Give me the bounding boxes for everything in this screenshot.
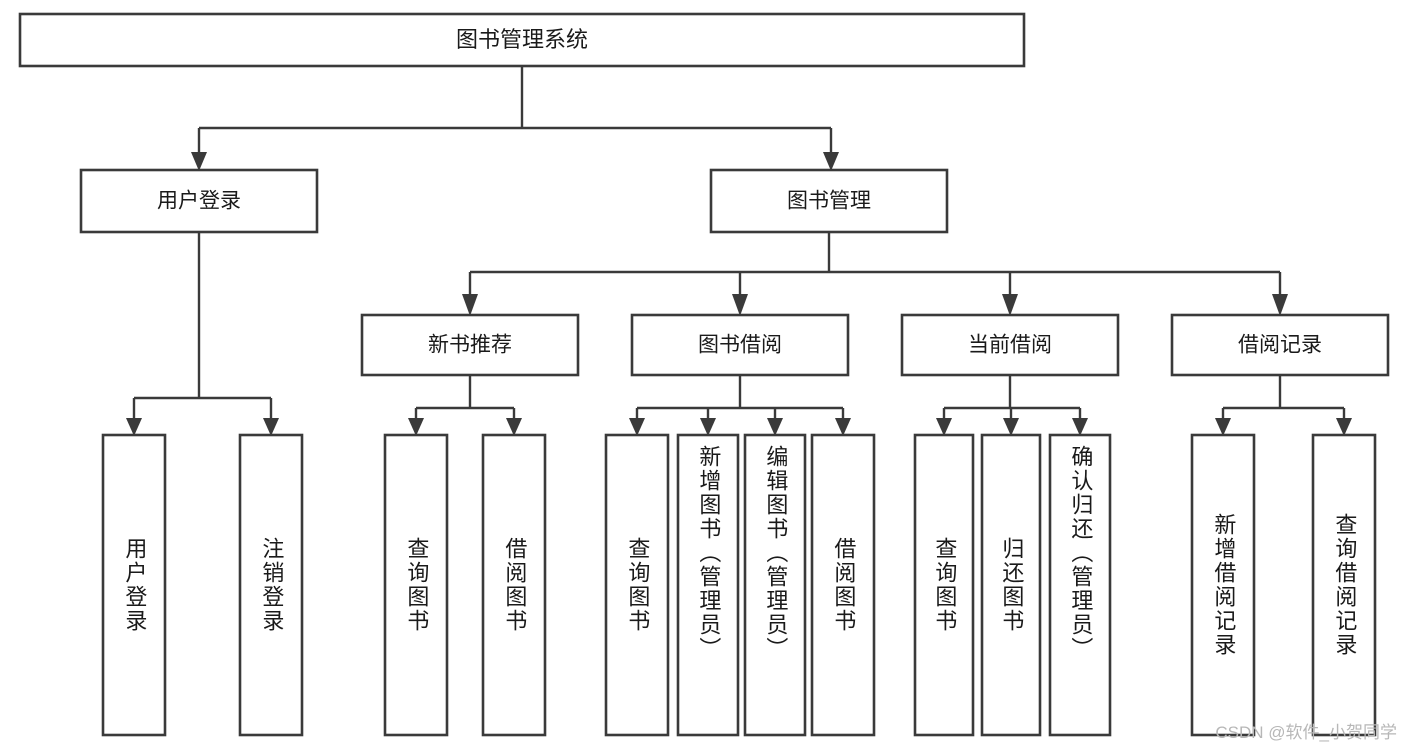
node-box-leaf-borrow-book-1[interactable] [481,433,547,737]
node-box-user-login[interactable] [79,168,319,234]
node-layer: 图书管理系统 用户登录 图书管理 新书推荐 图书借阅 当前借阅 借阅记录 [18,12,1390,737]
arrow-to-leaf-borrow-book-2 [835,418,851,436]
node-box-leaf-edit-book[interactable] [743,433,807,737]
node-label-user-login: 用户登录 [157,190,241,213]
arrow-to-leaf-user-login [126,418,142,436]
node-box-leaf-user-login[interactable] [101,433,167,737]
node-label-book-manage: 图书管理 [787,190,871,213]
node-box-leaf-add-book[interactable] [676,433,740,737]
node-label-current-borrow: 当前借阅 [968,334,1052,357]
node-box-leaf-query-book-2[interactable] [604,433,670,737]
node-box-title[interactable] [18,12,1026,68]
edge-root-bus [197,66,833,152]
node-box-leaf-return-book[interactable] [980,433,1042,737]
edge-currentborrow-bus [942,375,1082,418]
arrow-to-leaf-edit-book [767,418,783,436]
node-box-borrow-record[interactable] [1170,313,1390,377]
connector-layer [132,66,1346,418]
node-box-leaf-add-record[interactable] [1190,433,1256,737]
arrow-to-leaf-query-book-1 [408,418,424,436]
arrow-to-leaf-return-book [1003,418,1019,436]
arrowhead-layer [126,152,1352,436]
edge-bookmanage-bus [468,232,1282,294]
edge-newbookrec-bus [414,375,516,418]
arrow-to-current-borrow [1002,294,1018,316]
arrow-to-leaf-add-record [1215,418,1231,436]
arrow-to-leaf-add-book [700,418,716,436]
edge-borrowrecord-bus [1221,375,1346,418]
arrow-to-leaf-logout-login [263,418,279,436]
node-box-book-manage[interactable] [709,168,949,234]
node-box-leaf-logout-login[interactable] [238,433,304,737]
node-box-book-borrow[interactable] [630,313,850,377]
node-box-leaf-confirm-return[interactable] [1048,433,1112,737]
node-box-current-borrow[interactable] [900,313,1120,377]
edge-userlogin-bus [132,232,273,418]
arrow-to-new-book-rec [462,294,478,316]
node-box-new-book-rec[interactable] [360,313,580,377]
arrow-to-leaf-query-record [1336,418,1352,436]
arrow-to-book-manage [823,152,839,171]
arrow-to-leaf-borrow-book-1 [506,418,522,436]
arrow-to-leaf-query-book-3 [936,418,952,436]
node-box-leaf-borrow-book-2[interactable] [810,433,876,737]
arrow-to-leaf-confirm-return [1072,418,1088,436]
node-box-leaf-query-book-1[interactable] [383,433,449,737]
node-label-title: 图书管理系统 [456,27,588,52]
node-box-leaf-query-record[interactable] [1311,433,1377,737]
arrow-to-borrow-record [1272,294,1288,316]
node-label-book-borrow: 图书借阅 [698,334,782,357]
arrow-to-leaf-query-book-2 [629,418,645,436]
arrow-to-user-login [191,152,207,171]
node-box-leaf-query-book-3[interactable] [913,433,975,737]
arrow-to-book-borrow [732,294,748,316]
edge-bookborrow-bus [635,375,845,418]
node-label-borrow-record: 借阅记录 [1238,334,1322,357]
node-label-new-book-rec: 新书推荐 [428,334,512,357]
